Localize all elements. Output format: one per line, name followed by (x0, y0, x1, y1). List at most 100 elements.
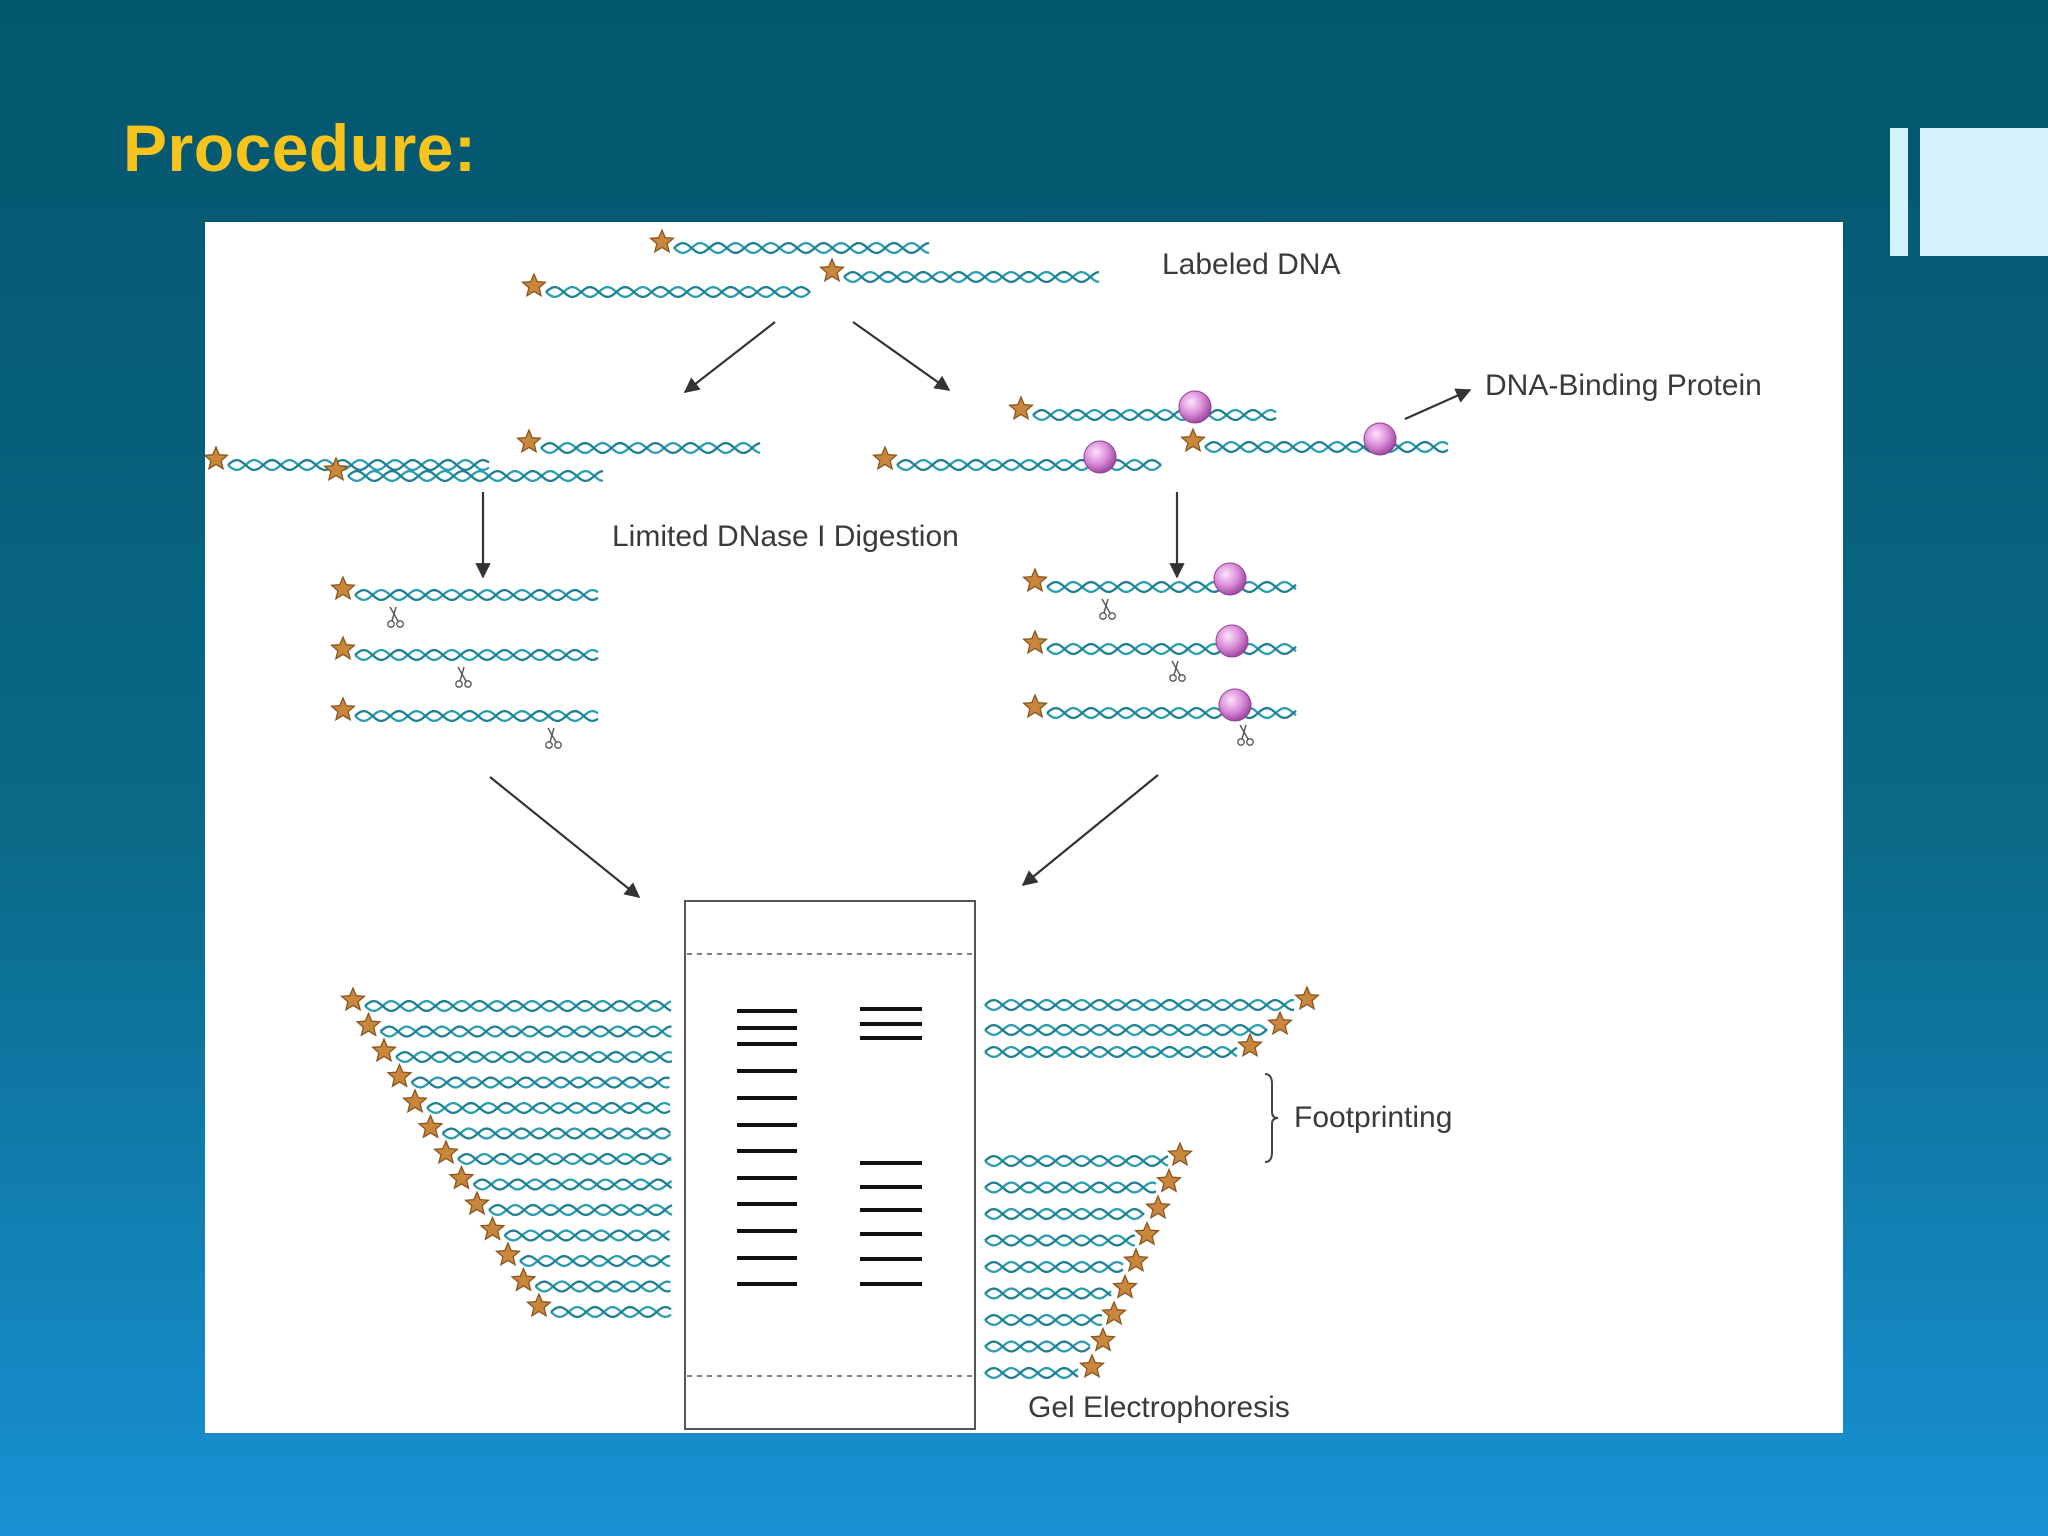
gel-band (860, 1161, 922, 1165)
slide-title: Procedure: (123, 111, 477, 185)
gel-band (860, 1257, 922, 1261)
label-dna-binding-protein: DNA-Binding Protein (1485, 369, 1762, 402)
dna-helix (364, 999, 672, 1013)
label-star-icon (871, 445, 899, 471)
label-star-icon (355, 1011, 382, 1037)
gel-band (737, 1256, 797, 1260)
gel-band (737, 1026, 797, 1030)
dna-helix (984, 1340, 1091, 1353)
scissors-icon (387, 606, 404, 628)
scissors-icon (1169, 660, 1186, 682)
gel-band (737, 1202, 797, 1206)
dna-helix (1046, 580, 1297, 594)
label-footprinting: Footprinting (1294, 1101, 1452, 1134)
dna-helix (984, 1287, 1112, 1300)
protein-sphere (1363, 422, 1397, 456)
gel-band (737, 1229, 797, 1233)
gel-band (860, 1022, 922, 1026)
flow-arrow (852, 321, 951, 391)
gel-box (684, 900, 976, 1430)
label-star-icon (329, 575, 357, 601)
gel-band (737, 1009, 797, 1013)
label-star-icon (1266, 1010, 1294, 1036)
label-star-icon (1155, 1167, 1183, 1193)
protein-sphere (1215, 624, 1249, 658)
decoration-box (1920, 128, 2048, 256)
label-star-icon (1007, 395, 1035, 421)
dna-helix (1046, 706, 1297, 720)
label-star-icon (515, 428, 543, 454)
dna-strands (227, 241, 1449, 1380)
dna-helix (673, 241, 930, 255)
gel-band (860, 1232, 922, 1236)
flow-arrow (683, 321, 776, 393)
label-star-icon (1179, 427, 1207, 453)
label-star-icon (386, 1062, 413, 1088)
label-star-icon (401, 1088, 429, 1114)
label-star-icon (1122, 1247, 1150, 1273)
label-star-icon (1166, 1141, 1194, 1167)
protein-sphere (1213, 562, 1247, 596)
label-star-icon (329, 635, 357, 661)
label-star-icon (648, 228, 676, 254)
label-stars (205, 228, 1321, 1379)
label-labeled-dna: Labeled DNA (1162, 248, 1340, 281)
dna-helix (1046, 642, 1297, 656)
dna-helix (354, 709, 599, 723)
dna-helix (896, 458, 1162, 472)
dna-helix (379, 1025, 672, 1038)
label-star-icon (1111, 1273, 1139, 1299)
dna-helix (395, 1050, 673, 1064)
gel-band (737, 1282, 797, 1286)
dna-helix (545, 285, 811, 299)
dna-helix (347, 469, 604, 483)
dna-helix (984, 1045, 1238, 1059)
label-star-icon (448, 1164, 475, 1190)
dna-helix (227, 458, 490, 472)
label-star-icon (520, 272, 548, 298)
scissors-icon (455, 666, 472, 688)
dna-helix (503, 1229, 671, 1242)
scissors-marks (387, 598, 1254, 749)
dna-helix (984, 1181, 1157, 1194)
protein-sphere (1218, 688, 1252, 722)
label-star-icon (339, 986, 367, 1012)
dna-helix (984, 1207, 1145, 1221)
label-star-icon (463, 1190, 491, 1216)
label-star-icon (1236, 1032, 1264, 1058)
gel-band (860, 1185, 922, 1189)
dna-helix (410, 1076, 670, 1089)
gel-band (737, 1176, 797, 1180)
scissors-icon (1237, 724, 1254, 746)
dna-helix (843, 270, 1100, 284)
dna-helix (1032, 408, 1277, 422)
gel-band (737, 1096, 797, 1100)
label-star-icon (494, 1241, 522, 1267)
dna-helix (488, 1203, 673, 1217)
footprint-brace (1264, 1073, 1279, 1163)
dna-helix (984, 998, 1295, 1012)
label-star-icon (1144, 1194, 1172, 1220)
protein-sphere (1083, 440, 1117, 474)
gel-band (860, 1208, 922, 1212)
label-star-icon (432, 1139, 460, 1165)
protein-sphere (1178, 390, 1212, 424)
flow-arrow (1021, 774, 1159, 886)
flow-arrows (475, 321, 1472, 898)
label-digestion: Limited DNase I Digestion (612, 520, 959, 553)
label-star-icon (1100, 1300, 1128, 1326)
gel-band (737, 1042, 797, 1046)
dna-helix (354, 588, 599, 602)
dna-helix (1204, 440, 1449, 454)
dna-helix (426, 1101, 671, 1115)
label-star-icon (329, 696, 357, 722)
dna-helix (984, 1313, 1103, 1327)
dna-helix (354, 648, 599, 662)
gel-band (737, 1149, 797, 1153)
label-star-icon (818, 257, 846, 283)
gel-band (737, 1123, 797, 1127)
label-star-icon (417, 1113, 444, 1139)
dna-helix (441, 1127, 672, 1140)
dna-helix (534, 1280, 671, 1293)
dna-helix (519, 1254, 671, 1268)
